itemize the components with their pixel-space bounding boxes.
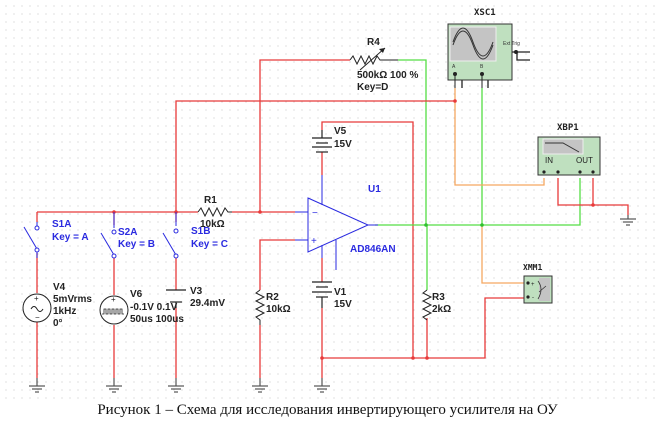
schematic-canvas[interactable] bbox=[0, 0, 655, 400]
r1-value: 10kΩ bbox=[200, 219, 225, 230]
s2a-key: Key = B bbox=[118, 239, 155, 250]
s1b-key: Key = C bbox=[191, 239, 228, 250]
svg-text:−: − bbox=[35, 313, 40, 322]
wire bbox=[322, 297, 525, 359]
xmm1-name: XMM1 bbox=[523, 263, 542, 272]
v1-value: 15V bbox=[334, 299, 352, 310]
junction bbox=[425, 356, 429, 360]
s1a-name: S1A bbox=[52, 219, 71, 230]
junction bbox=[320, 356, 324, 360]
r4-value: 500kΩ 100 % bbox=[357, 70, 419, 81]
xsc1-name: XSC1 bbox=[474, 8, 496, 18]
wire bbox=[175, 100, 455, 212]
v1-name: V1 bbox=[334, 287, 347, 298]
potentiometer-r4[interactable]: R4 500kΩ 100 % Key=D bbox=[349, 37, 419, 93]
ground-icon bbox=[106, 378, 122, 393]
r3-name: R3 bbox=[432, 292, 445, 303]
svg-text:−: − bbox=[312, 208, 318, 219]
xmm-plus-terminal[interactable] bbox=[526, 281, 530, 285]
in-minus-terminal[interactable] bbox=[556, 170, 560, 174]
ground-icon bbox=[314, 378, 330, 393]
resistor-r1[interactable]: R1 10kΩ bbox=[197, 195, 232, 230]
r1-name: R1 bbox=[204, 195, 217, 206]
svg-text:+: + bbox=[311, 236, 317, 247]
junction bbox=[453, 99, 457, 103]
switch-s2a[interactable]: S2A Key = B bbox=[100, 212, 155, 259]
v5-value: 15V bbox=[334, 139, 352, 150]
multimeter-xmm1[interactable]: XMM1 + - bbox=[523, 263, 553, 304]
v4-frequency: 1kHz bbox=[53, 306, 76, 317]
resistor-r3[interactable]: R3 2kΩ bbox=[421, 289, 451, 321]
pulse-source-v6[interactable]: + V6 -0.1V 0.1V 50us 100us bbox=[99, 289, 184, 325]
xbp1-name: XBP1 bbox=[557, 123, 579, 133]
junction bbox=[480, 223, 484, 227]
r4-name: R4 bbox=[367, 37, 380, 48]
v6-levels: -0.1V 0.1V bbox=[130, 302, 178, 313]
bode-plotter-xbp1[interactable]: XBP1 IN OUT bbox=[537, 123, 601, 176]
ac-source-v4[interactable]: + − V4 5mVrms 1kHz 0° bbox=[22, 282, 92, 329]
wire bbox=[321, 121, 414, 358]
switch-s1b[interactable]: S1B Key = C bbox=[162, 212, 228, 259]
out-minus-terminal[interactable] bbox=[591, 170, 595, 174]
ground-icon bbox=[252, 378, 268, 393]
junction bbox=[258, 210, 262, 214]
r2-name: R2 bbox=[266, 292, 279, 303]
s1a-key: Key = A bbox=[52, 232, 89, 243]
opamp-u1[interactable]: − + U1 AD846AN bbox=[295, 175, 396, 270]
v3-name: V3 bbox=[190, 286, 203, 297]
resistor-r2[interactable]: R2 10kΩ bbox=[254, 289, 291, 325]
dc-source-v3[interactable]: V3 29.4mV bbox=[166, 286, 225, 309]
wire bbox=[375, 178, 581, 226]
s1b-name: S1B bbox=[191, 226, 210, 237]
junction bbox=[591, 203, 595, 207]
ground-icon bbox=[168, 378, 184, 393]
u1-model: AD846AN bbox=[350, 244, 396, 255]
oscilloscope-xsc1[interactable]: XSC1 Ext Trig A B bbox=[447, 8, 520, 88]
wire bbox=[259, 239, 295, 290]
battery-v1[interactable]: V1 15V bbox=[312, 281, 352, 310]
wire bbox=[398, 59, 427, 225]
v4-name: V4 bbox=[53, 282, 66, 293]
wire bbox=[481, 225, 525, 284]
ground-icon bbox=[620, 215, 636, 226]
v6-name: V6 bbox=[130, 289, 143, 300]
ground-icon bbox=[29, 378, 45, 393]
xmm-minus-terminal[interactable] bbox=[526, 295, 530, 299]
junction bbox=[411, 356, 415, 360]
s2a-name: S2A bbox=[118, 227, 137, 238]
v4-phase: 0° bbox=[53, 318, 63, 329]
wire bbox=[454, 88, 545, 186]
v6-timing: 50us 100us bbox=[130, 314, 184, 325]
xsc1-ext-trig: Ext Trig bbox=[503, 41, 520, 47]
ext-trig-terminal[interactable] bbox=[514, 50, 518, 54]
figure-caption: Рисунок 1 – Схема для исследования инвер… bbox=[97, 402, 558, 418]
svg-text:+: + bbox=[34, 294, 39, 303]
xbp1-out-label: OUT bbox=[576, 156, 593, 165]
switch-s1a[interactable]: S1A Key = A bbox=[23, 219, 89, 258]
battery-v5[interactable]: V5 15V bbox=[312, 126, 352, 153]
wire bbox=[259, 59, 350, 212]
svg-text:+: + bbox=[111, 295, 116, 304]
r4-key: Key=D bbox=[357, 82, 388, 93]
xsc1-channel-a: A bbox=[452, 64, 456, 70]
v5-name: V5 bbox=[334, 126, 347, 137]
out-plus-terminal[interactable] bbox=[578, 170, 582, 174]
svg-text:-: - bbox=[532, 295, 534, 301]
schematic: R1 10kΩ R4 500kΩ 100 % Key=D R2 10kΩ R3 … bbox=[22, 8, 636, 393]
junction bbox=[424, 223, 428, 227]
r2-value: 10kΩ bbox=[266, 304, 291, 315]
in-plus-terminal[interactable] bbox=[542, 170, 546, 174]
v3-value: 29.4mV bbox=[190, 298, 225, 309]
u1-name: U1 bbox=[368, 184, 381, 195]
v4-amplitude: 5mVrms bbox=[53, 294, 92, 305]
r3-value: 2kΩ bbox=[432, 304, 451, 315]
svg-text:+: + bbox=[531, 282, 535, 288]
xsc1-channel-b: B bbox=[480, 64, 484, 70]
xbp1-in-label: IN bbox=[545, 156, 553, 165]
